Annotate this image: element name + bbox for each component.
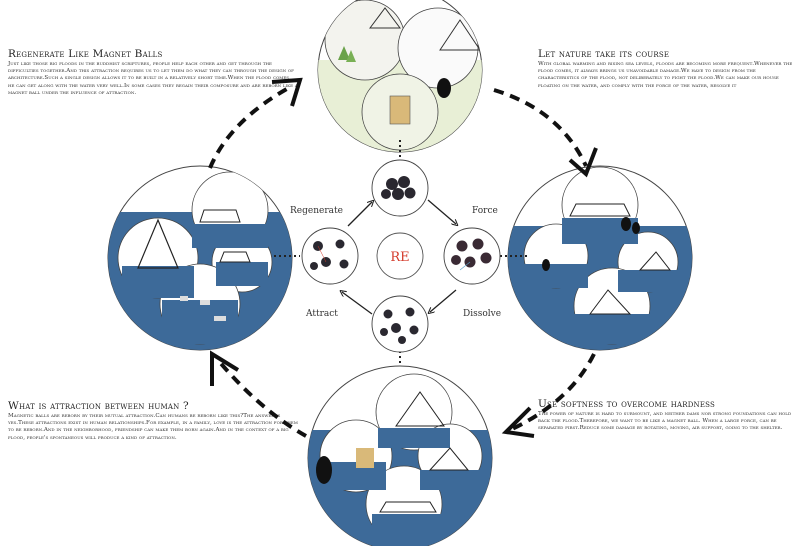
circle-top-regenerate bbox=[317, 0, 483, 153]
flow-arrows bbox=[208, 84, 596, 438]
circle-left-attract bbox=[107, 165, 293, 351]
magnet-balls-cluster-bottom bbox=[380, 307, 419, 344]
paragraph-regenerate: Just like those big floods in the buddhi… bbox=[8, 61, 298, 96]
cycle-node-bottom bbox=[371, 295, 429, 353]
label-force: Force bbox=[472, 206, 498, 216]
text-block-softness: Use softness to overcome hardness The po… bbox=[538, 398, 793, 433]
arrow-left-to-top bbox=[208, 84, 293, 169]
paragraph-attraction: Magnetic balls are reborn by their mutua… bbox=[8, 413, 298, 441]
cycle-node-top bbox=[371, 159, 429, 217]
paragraph-nature: With global warming and rising sea level… bbox=[538, 61, 793, 89]
cycle-ring bbox=[376, 232, 424, 280]
heading-nature: Let nature take its course bbox=[538, 48, 670, 60]
cycle-arrows bbox=[342, 200, 456, 315]
cycle-diagram: RE Regenerate Force Dissolve Attract bbox=[290, 159, 501, 353]
arrow-right-to-bottom bbox=[509, 353, 596, 432]
label-attract: Attract bbox=[305, 309, 338, 319]
arrow-top-to-right bbox=[493, 88, 588, 167]
paragraph-softness: The power of nature is hard to surmount,… bbox=[538, 411, 792, 432]
arrow-heads bbox=[210, 77, 598, 438]
arrow-head-bottom-right bbox=[501, 406, 535, 438]
cycle-node-left bbox=[301, 227, 359, 285]
arrow-head-top-right bbox=[568, 147, 598, 178]
text-block-nature: Let nature take its course With global w… bbox=[538, 48, 793, 90]
text-block-attraction: What is attraction between human ? Magne… bbox=[8, 400, 303, 442]
cycle-node-right bbox=[443, 227, 501, 285]
circle-bottom-dissolve bbox=[307, 365, 493, 546]
circle-right-force bbox=[507, 165, 693, 351]
magnet-balls-cluster-right bbox=[451, 238, 492, 271]
arrow-bottom-to-left bbox=[216, 358, 307, 438]
label-regenerate: Regenerate bbox=[290, 206, 343, 216]
arrow-head-bottom-left bbox=[210, 350, 240, 386]
magnet-balls-cluster-top bbox=[381, 176, 416, 200]
arrow-head-top-left bbox=[271, 77, 303, 107]
label-dissolve: Dissolve bbox=[463, 309, 501, 319]
heading-attraction: What is attraction between human ? bbox=[8, 400, 189, 412]
text-block-regenerate: Regenerate Like Magnet Balls Just like t… bbox=[8, 48, 298, 97]
magnet-balls-cluster-left bbox=[310, 239, 349, 270]
heading-regenerate: Regenerate Like Magnet Balls bbox=[8, 48, 163, 60]
heading-softness: Use softness to overcome hardness bbox=[538, 398, 716, 410]
cycle-center-label: RE bbox=[390, 250, 409, 265]
